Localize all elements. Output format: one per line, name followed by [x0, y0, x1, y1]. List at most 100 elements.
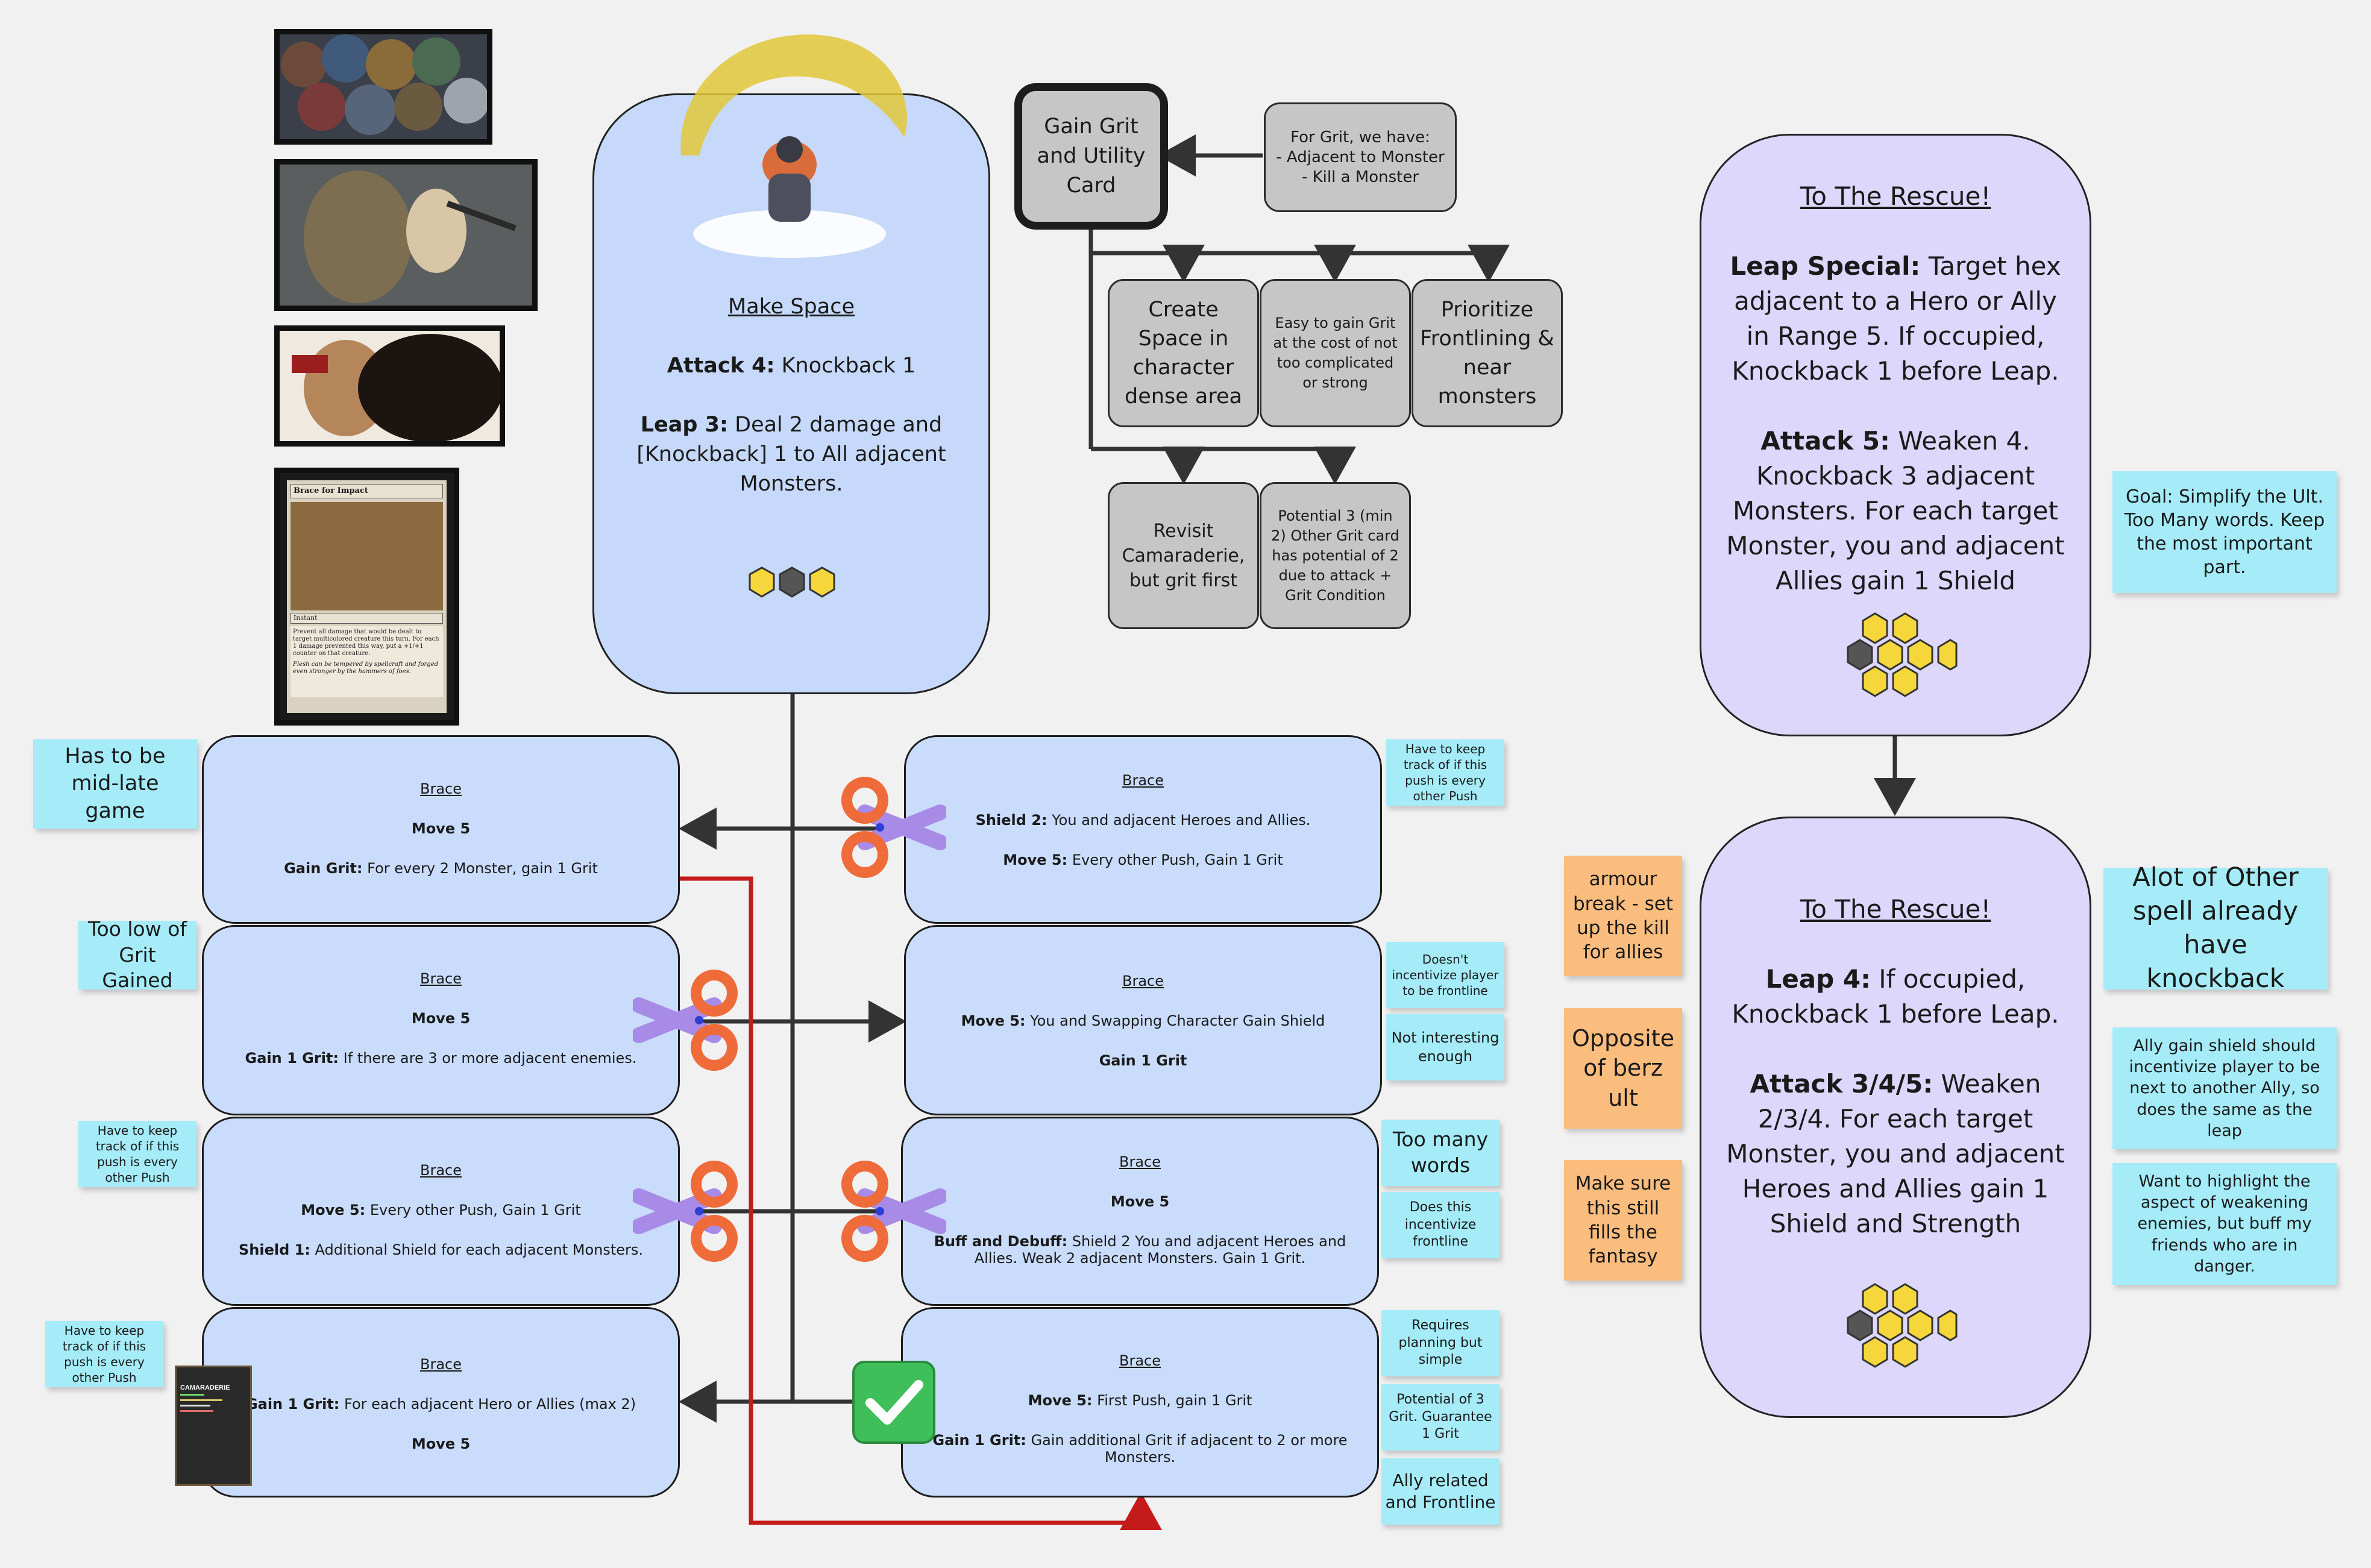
- sticky-too-low[interactable]: Too low of Grit Gained: [78, 917, 196, 992]
- sticky-too-many-words[interactable]: Too many words: [1381, 1120, 1500, 1186]
- card-line-label: Move 5: [411, 820, 471, 837]
- grit-node-potential[interactable]: Potential 3 (min 2) Other Grit card has …: [1260, 482, 1411, 629]
- image-spartan: [274, 325, 505, 447]
- hexagon-icon: [1847, 1283, 1958, 1368]
- right-brace-card-1[interactable]: Brace Shield 2: You and adjacent Heroes …: [904, 735, 1382, 924]
- scissors-icon: [841, 777, 946, 878]
- card-line: Gain 1 Grit: If there are 3 or more adja…: [204, 1050, 678, 1067]
- scissors-icon: [841, 1161, 946, 1262]
- sticky-mid-late[interactable]: Has to be mid-late game: [33, 739, 197, 829]
- left-brace-card-3[interactable]: Brace Move 5: Every other Push, Gain 1 G…: [202, 1117, 680, 1306]
- leap-text: Deal 2 damage and [Knockback] 1 to All a…: [636, 413, 946, 496]
- left-brace-card-4[interactable]: Brace Gain 1 Grit: For each adjacent Her…: [202, 1307, 680, 1497]
- card-line-text: If there are 3 or more adjacent enemies.: [339, 1050, 637, 1067]
- card-line-text: Additional Shield for each adjacent Mons…: [310, 1241, 644, 1258]
- rescue-card-bottom[interactable]: To The Rescue! Leap 4: If occupied, Knoc…: [1700, 817, 2091, 1418]
- camaraderie-title: CAMARADERIE: [180, 1384, 230, 1391]
- sticky-armour-break[interactable]: armour break - set up the kill for allie…: [1564, 856, 1682, 976]
- image-warrior-shield: [274, 159, 538, 311]
- card-line: Shield 2: You and adjacent Heroes and Al…: [906, 812, 1380, 829]
- ability-text: Weaken 2/3/4. For each target Monster, y…: [1726, 1069, 2065, 1238]
- card-line: Move 5: Every other Push, Gain 1 Grit: [906, 851, 1380, 868]
- card-line-text: Every other Push, Gain 1 Grit: [1067, 851, 1283, 868]
- scissors-icon: [633, 1161, 738, 1262]
- sticky-want-highlight[interactable]: Want to highlight the aspect of weakenin…: [2112, 1163, 2337, 1285]
- card-title: Brace: [1119, 1153, 1161, 1170]
- card-line-label: Gain 1 Grit:: [245, 1050, 339, 1067]
- card-line-label: Move 5: [411, 1435, 471, 1452]
- make-space-title: Make Space: [728, 295, 855, 319]
- right-brace-card-4[interactable]: Brace Move 5: First Push, gain 1 Grit Ga…: [901, 1307, 1379, 1497]
- sticky-not-interesting[interactable]: Not interesting enough: [1386, 1014, 1504, 1080]
- card-line: Shield 1: Additional Shield for each adj…: [204, 1241, 678, 1258]
- ability-text: Leap 3: Deal 2 damage and [Knockback] 1 …: [612, 410, 970, 499]
- hexagon-icon: [749, 566, 835, 598]
- grit-node-create-space[interactable]: Create Space in character dense area: [1108, 279, 1259, 427]
- sticky-ally-related[interactable]: Ally related and Frontline: [1381, 1458, 1500, 1525]
- sticky-ally-gain-shield[interactable]: Ally gain shield should incentivize play…: [2112, 1027, 2337, 1149]
- image-card-body: Prevent all damage that would be dealt t…: [293, 629, 439, 657]
- ability-text: Leap Special: Target hex adjacent to a H…: [1726, 249, 2065, 389]
- card-line-text: You and adjacent Heroes and Allies.: [1047, 812, 1311, 829]
- card-line: Gain 1 Grit: For each adjacent Hero or A…: [204, 1396, 678, 1413]
- image-card-title: Brace for Impact: [290, 484, 443, 498]
- ability-text: Target hex adjacent to a Hero or Ally in…: [1732, 251, 2061, 386]
- card-line-text: For each adjacent Hero or Allies (max 2): [339, 1396, 636, 1413]
- sticky-make-sure[interactable]: Make sure this still fills the fantasy: [1564, 1160, 1682, 1281]
- card-line: Move 5: [204, 820, 678, 837]
- right-brace-card-3[interactable]: Brace Move 5 Buff and Debuff: Shield 2 Y…: [901, 1117, 1379, 1306]
- image-brace-for-impact-card: Brace for Impact Instant Prevent all dam…: [274, 468, 459, 726]
- camaraderie-card-image: CAMARADERIE: [175, 1366, 252, 1486]
- card-line-text: First Push, gain 1 Grit: [1092, 1392, 1252, 1409]
- card-line-label: Gain 1 Grit:: [245, 1396, 340, 1413]
- card-title: Brace: [420, 780, 462, 797]
- card-line-text: You and Swapping Character Gain Shield: [1025, 1012, 1325, 1029]
- attack-label: Attack 4:: [667, 354, 775, 378]
- card-line-text: For every 2 Monster, gain 1 Grit: [362, 860, 598, 877]
- grit-sources-note[interactable]: For Grit, we have: - Adjacent to Monster…: [1264, 102, 1457, 212]
- character-art: [680, 34, 907, 258]
- sticky-alot-other[interactable]: Alot of Other spell already have knockba…: [2103, 862, 2328, 994]
- card-line: Move 5: [204, 1435, 678, 1452]
- card-line-label: Gain 1 Grit: [1099, 1052, 1187, 1069]
- card-line-label: Move 5:: [961, 1012, 1026, 1029]
- ability-text: Attack 4: Knockback 1: [612, 351, 970, 381]
- grit-node-easy-gain[interactable]: Easy to gain Grit at the cost of not too…: [1260, 279, 1411, 427]
- card-line-text: Shield 2 You and adjacent Heroes and All…: [974, 1233, 1346, 1267]
- rescue-top-title: To The Rescue!: [1800, 181, 1991, 211]
- rescue-card-top[interactable]: To The Rescue! Leap Special: Target hex …: [1700, 134, 2091, 736]
- right-brace-card-2[interactable]: Brace Move 5: You and Swapping Character…: [904, 925, 1382, 1115]
- sticky-doesnt-incentivize[interactable]: Doesn't incentivize player to be frontli…: [1386, 942, 1504, 1008]
- card-line-label: Buff and Debuff:: [934, 1233, 1068, 1250]
- card-line: Move 5: [917, 1193, 1363, 1210]
- image-card-flavor: Flesh can be tempered by spellcraft and …: [293, 661, 439, 675]
- left-brace-card-2[interactable]: Brace Move 5 Gain 1 Grit: If there are 3…: [202, 925, 680, 1115]
- sticky-track-left-2[interactable]: Have to keep track of if this push is ev…: [45, 1321, 163, 1387]
- sticky-track-left[interactable]: Have to keep track of if this push is ev…: [78, 1121, 196, 1187]
- card-line: Move 5: [204, 1010, 678, 1027]
- card-title: Brace: [420, 1356, 462, 1373]
- sticky-opposite-berz[interactable]: Opposite of berz ult: [1564, 1008, 1682, 1129]
- scissors-icon: [633, 970, 738, 1071]
- image-card-type: Instant: [290, 613, 443, 624]
- card-line: Gain 1 Grit: Gain additional Grit if adj…: [915, 1432, 1365, 1466]
- card-line-label: Move 5:: [1003, 851, 1068, 868]
- ability-label: Attack 5:: [1760, 426, 1890, 456]
- left-brace-card-1[interactable]: Brace Move 5 Gain Grit: For every 2 Mons…: [202, 735, 680, 924]
- sticky-goal-simplify[interactable]: Goal: Simplify the Ult. Too Many words. …: [2112, 471, 2337, 593]
- sticky-requires-planning[interactable]: Requires planning but simple: [1381, 1310, 1500, 1376]
- ability-text: Attack 3/4/5: Weaken 2/3/4. For each tar…: [1723, 1067, 2068, 1241]
- card-title: Brace: [1119, 1352, 1161, 1369]
- grit-node-revisit[interactable]: Revisit Camaraderie, but grit first: [1108, 482, 1259, 629]
- sticky-does-incentivize[interactable]: Does this incentivize frontline: [1381, 1192, 1500, 1258]
- card-line-label: Gain 1 Grit:: [932, 1432, 1026, 1449]
- card-line-label: Gain Grit:: [284, 860, 363, 877]
- sticky-track-right[interactable]: Have to keep track of if this push is ev…: [1386, 739, 1504, 806]
- checkmark-icon: [852, 1361, 935, 1444]
- grit-root-node[interactable]: Gain Grit and Utility Card: [1014, 83, 1168, 230]
- card-line-text: Gain additional Grit if adjacent to 2 or…: [1026, 1432, 1348, 1466]
- card-line: Gain Grit: For every 2 Monster, gain 1 G…: [204, 860, 678, 877]
- grit-node-prioritize[interactable]: Prioritize Frontlining & near monsters: [1412, 279, 1563, 427]
- sticky-potential-3[interactable]: Potential of 3 Grit. Guarantee 1 Grit: [1381, 1384, 1500, 1450]
